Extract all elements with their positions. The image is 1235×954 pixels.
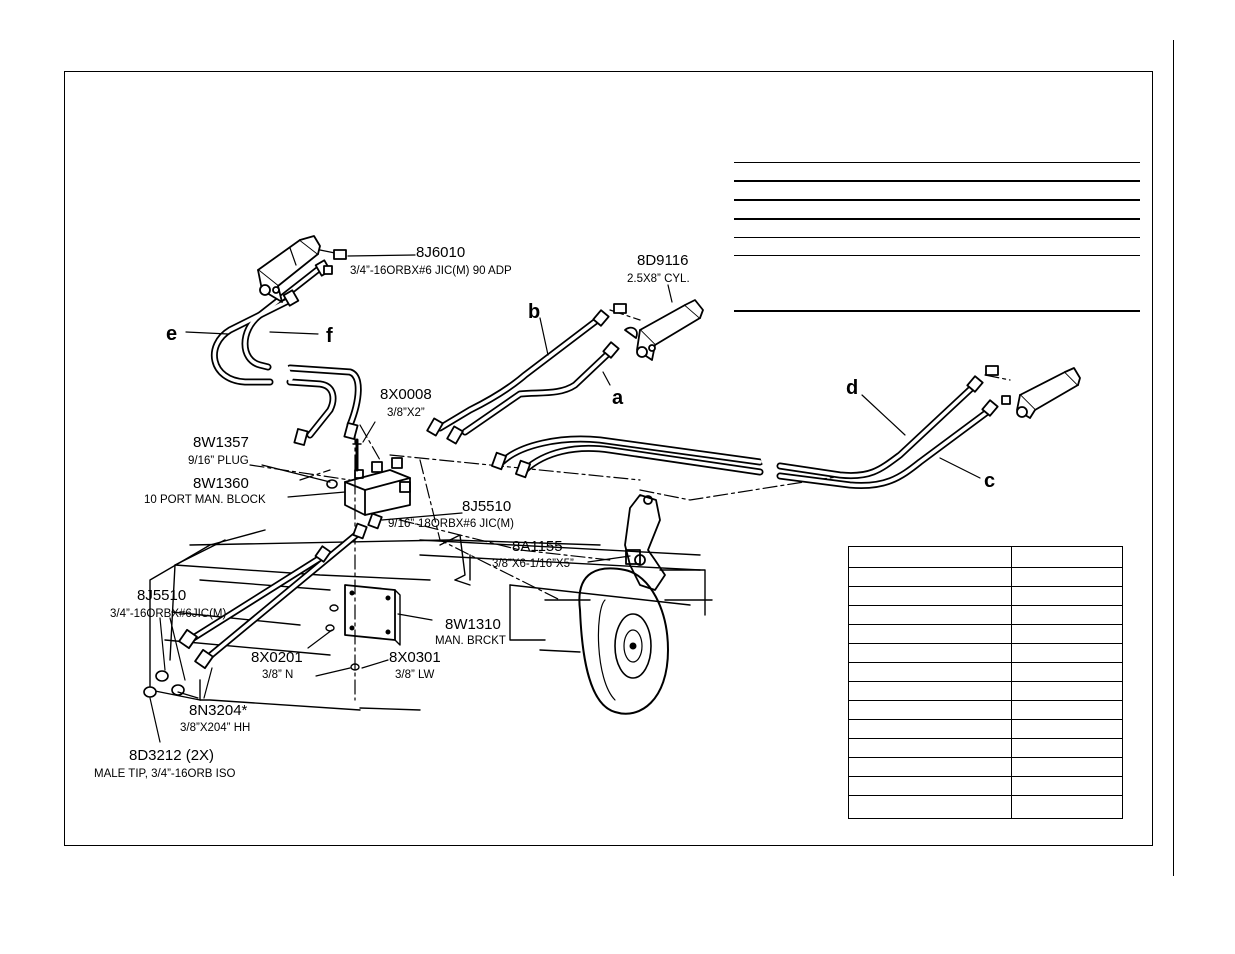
wheel-arm	[624, 494, 666, 591]
callout-desc-8j5510-upper: 9/16”-18ORBX#6 JIC(M)	[388, 518, 514, 530]
callout-code-8x0008: 8X0008	[380, 386, 432, 403]
hose-label-f: f	[326, 325, 333, 347]
cylinder-8d9116	[613, 299, 704, 361]
header-rule-1	[734, 162, 1140, 163]
callout-desc-8d3212: MALE TIP, 3/4”-16ORB ISO	[94, 768, 236, 780]
hose-label-a: a	[612, 387, 624, 409]
table-row	[848, 546, 1123, 568]
hose-label-e: e	[166, 323, 177, 345]
diagram-frame	[64, 71, 1153, 846]
manifold-bracket	[344, 584, 401, 646]
callout-code-8d9116: 8D9116	[637, 252, 688, 269]
header-rule-2	[734, 180, 1140, 182]
header-rule-4	[734, 218, 1140, 220]
callout-code-8n3204: 8N3204*	[189, 702, 248, 719]
callout-code-8j5510-upper: 8J5510	[462, 498, 511, 515]
callout-desc-8x0301: 3/8” LW	[395, 669, 435, 681]
callout-code-8x0201: 8X0201	[251, 649, 303, 666]
table-row	[848, 719, 1123, 739]
callout-code-8a1155: 8A1155	[512, 538, 563, 555]
table-row	[848, 586, 1123, 606]
hose-label-d: d	[846, 377, 858, 399]
callout-code-8j6010: 8J6010	[416, 244, 465, 261]
callout-code-8w1360: 8W1360	[193, 475, 249, 492]
callout-desc-8w1357: 9/16” PLUG	[188, 455, 249, 467]
hose-breaks	[273, 357, 774, 483]
plug-8w1357	[326, 479, 338, 489]
header-rule-6	[734, 255, 1140, 256]
table-row	[848, 795, 1123, 819]
callout-desc-8a1155: 3/8”X6-1/16”X5”	[492, 558, 574, 570]
callout-desc-8n3204: 3/8”X204” HH	[180, 722, 250, 734]
cylinder-right	[985, 365, 1081, 419]
trailer-wheel	[578, 567, 669, 715]
callout-code-8j5510-lower: 8J5510	[137, 587, 186, 604]
callout-desc-8w1360: 10 PORT MAN. BLOCK	[144, 494, 266, 506]
header-rule-7	[734, 310, 1140, 312]
hose-highlights	[188, 266, 992, 662]
trailer-frame	[149, 529, 713, 711]
page-margin-rule	[1173, 40, 1174, 876]
callout-code-8x0301: 8X0301	[389, 649, 441, 666]
hose-fittings	[178, 259, 999, 670]
callout-code-8w1310: 8W1310	[445, 616, 501, 633]
callout-code-8d3212: 8D3212 (2X)	[129, 747, 214, 764]
manifold-block	[344, 457, 411, 516]
table-row	[848, 700, 1123, 720]
cylinder-left	[257, 235, 347, 303]
table-row	[848, 757, 1123, 777]
callout-desc-8j5510-lower: 3/4”-16ORBX#6JIC(M)	[110, 608, 226, 620]
header-rule-3	[734, 199, 1140, 201]
header-rule-5	[734, 237, 1140, 238]
callout-desc-8d9116: 2.5X8” CYL.	[627, 273, 690, 285]
parts-table	[848, 546, 1123, 819]
callout-desc-8j6010: 3/4”-16ORBX#6 JIC(M) 90 ADP	[350, 265, 512, 277]
hose-label-b: b	[528, 301, 540, 323]
leader-lines	[149, 254, 981, 743]
callout-desc-8x0008: 3/8”X2”	[387, 407, 425, 419]
callout-desc-8x0201: 3/8” N	[262, 669, 293, 681]
callout-desc-8w1310: MAN. BRCKT	[435, 635, 506, 647]
hose-label-c: c	[984, 470, 995, 492]
callout-code-8w1357: 8W1357	[193, 434, 249, 451]
